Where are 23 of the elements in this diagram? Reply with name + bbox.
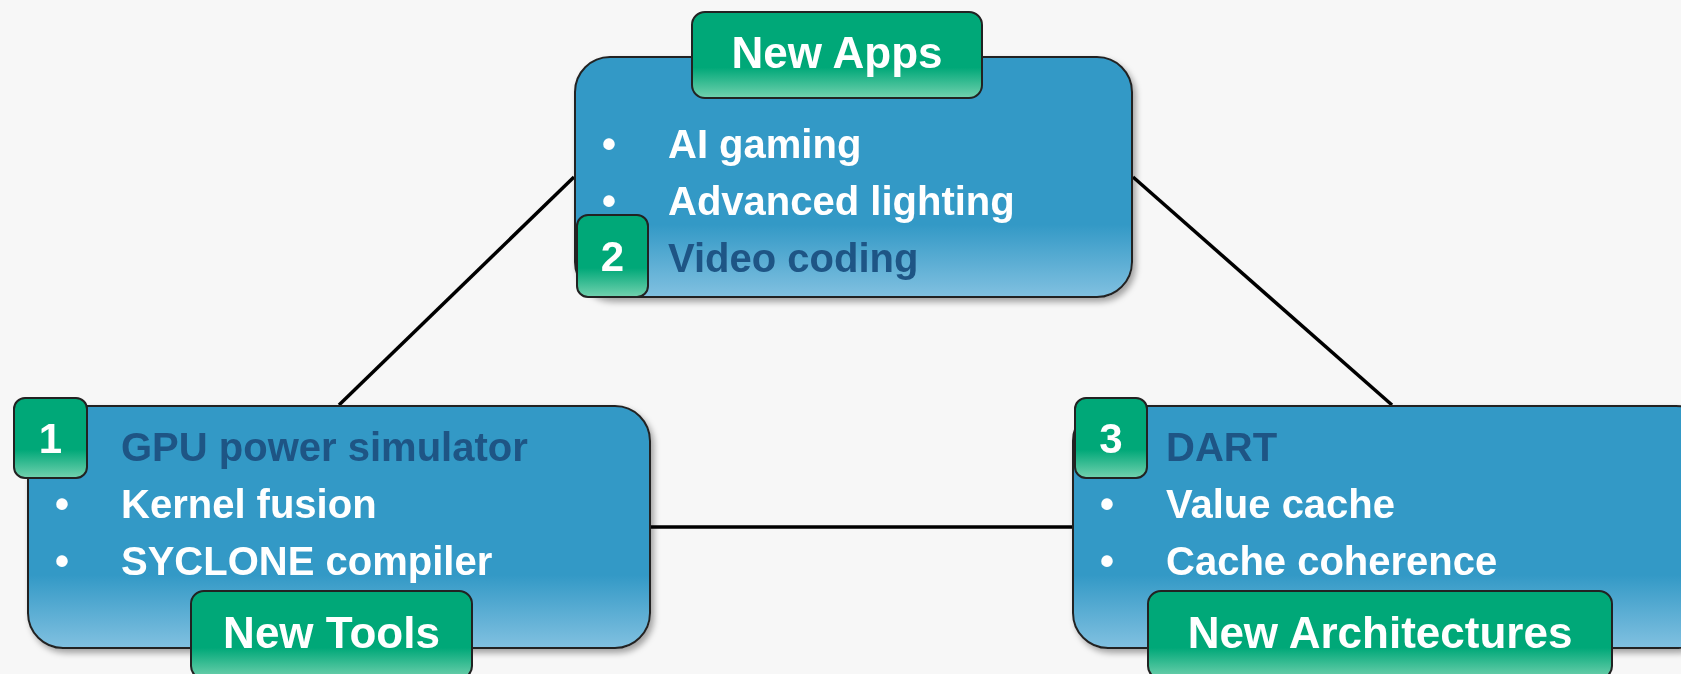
title-tag: New Apps	[691, 11, 983, 99]
number-badge: 2	[576, 214, 649, 298]
connector-line	[337, 175, 576, 407]
list-item: AI gaming	[668, 121, 862, 168]
list-item: Value cache	[1166, 481, 1396, 528]
number-badge: 3	[1074, 397, 1148, 479]
bullet: •	[1100, 538, 1114, 585]
list-item: Kernel fusion	[121, 481, 377, 528]
bullet: •	[1100, 481, 1114, 528]
list-item: Video coding	[668, 235, 919, 282]
number-badge: 1	[13, 397, 88, 479]
connector-line	[651, 525, 1072, 529]
list-item: SYCLONE compiler	[121, 538, 493, 585]
bullet: •	[55, 538, 69, 585]
connector-line	[1131, 175, 1394, 407]
list-item: Advanced lighting	[668, 178, 1015, 225]
list-item: Cache coherence	[1166, 538, 1498, 585]
list-item: DART	[1166, 424, 1278, 471]
bullet: •	[602, 121, 616, 168]
title-tag: New Architectures	[1147, 590, 1613, 674]
bullet: •	[55, 481, 69, 528]
title-tag: New Tools	[190, 590, 473, 674]
list-item: GPU power simulator	[121, 424, 528, 471]
